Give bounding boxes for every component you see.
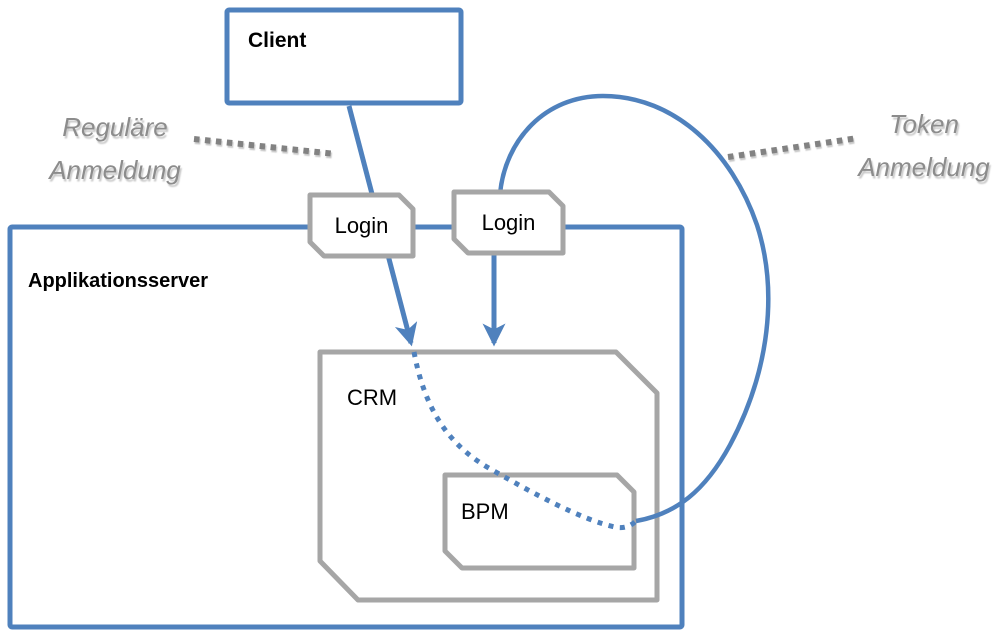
login-right-label: Login (481, 209, 536, 235)
appserver-label: Applikationsserver (28, 270, 209, 292)
bpm-label: BPM (461, 499, 509, 524)
client-box (224, 7, 464, 106)
bpm-box (442, 472, 637, 571)
crm-label: CRM (347, 385, 398, 410)
caption-regular-login: Reguläre Anmeldung (25, 106, 205, 192)
crm-to-bpm-dotted-curve (411, 351, 638, 531)
caption-regular-login-line1: Reguläre (62, 112, 168, 142)
caption-token-login-line1: Token (889, 109, 959, 139)
token-login-curve (497, 93, 771, 524)
caption-regular-login-line2: Anmeldung (49, 155, 181, 185)
login-left-label: Login (334, 212, 389, 238)
client-label: Client (248, 29, 307, 52)
caption-token-login: Token Anmeldung (834, 103, 993, 189)
login-right-box (451, 189, 566, 256)
caption-left-leader-dots (193, 136, 337, 157)
caption-token-login-line2: Anmeldung (858, 152, 990, 182)
login-left-box (307, 192, 416, 259)
